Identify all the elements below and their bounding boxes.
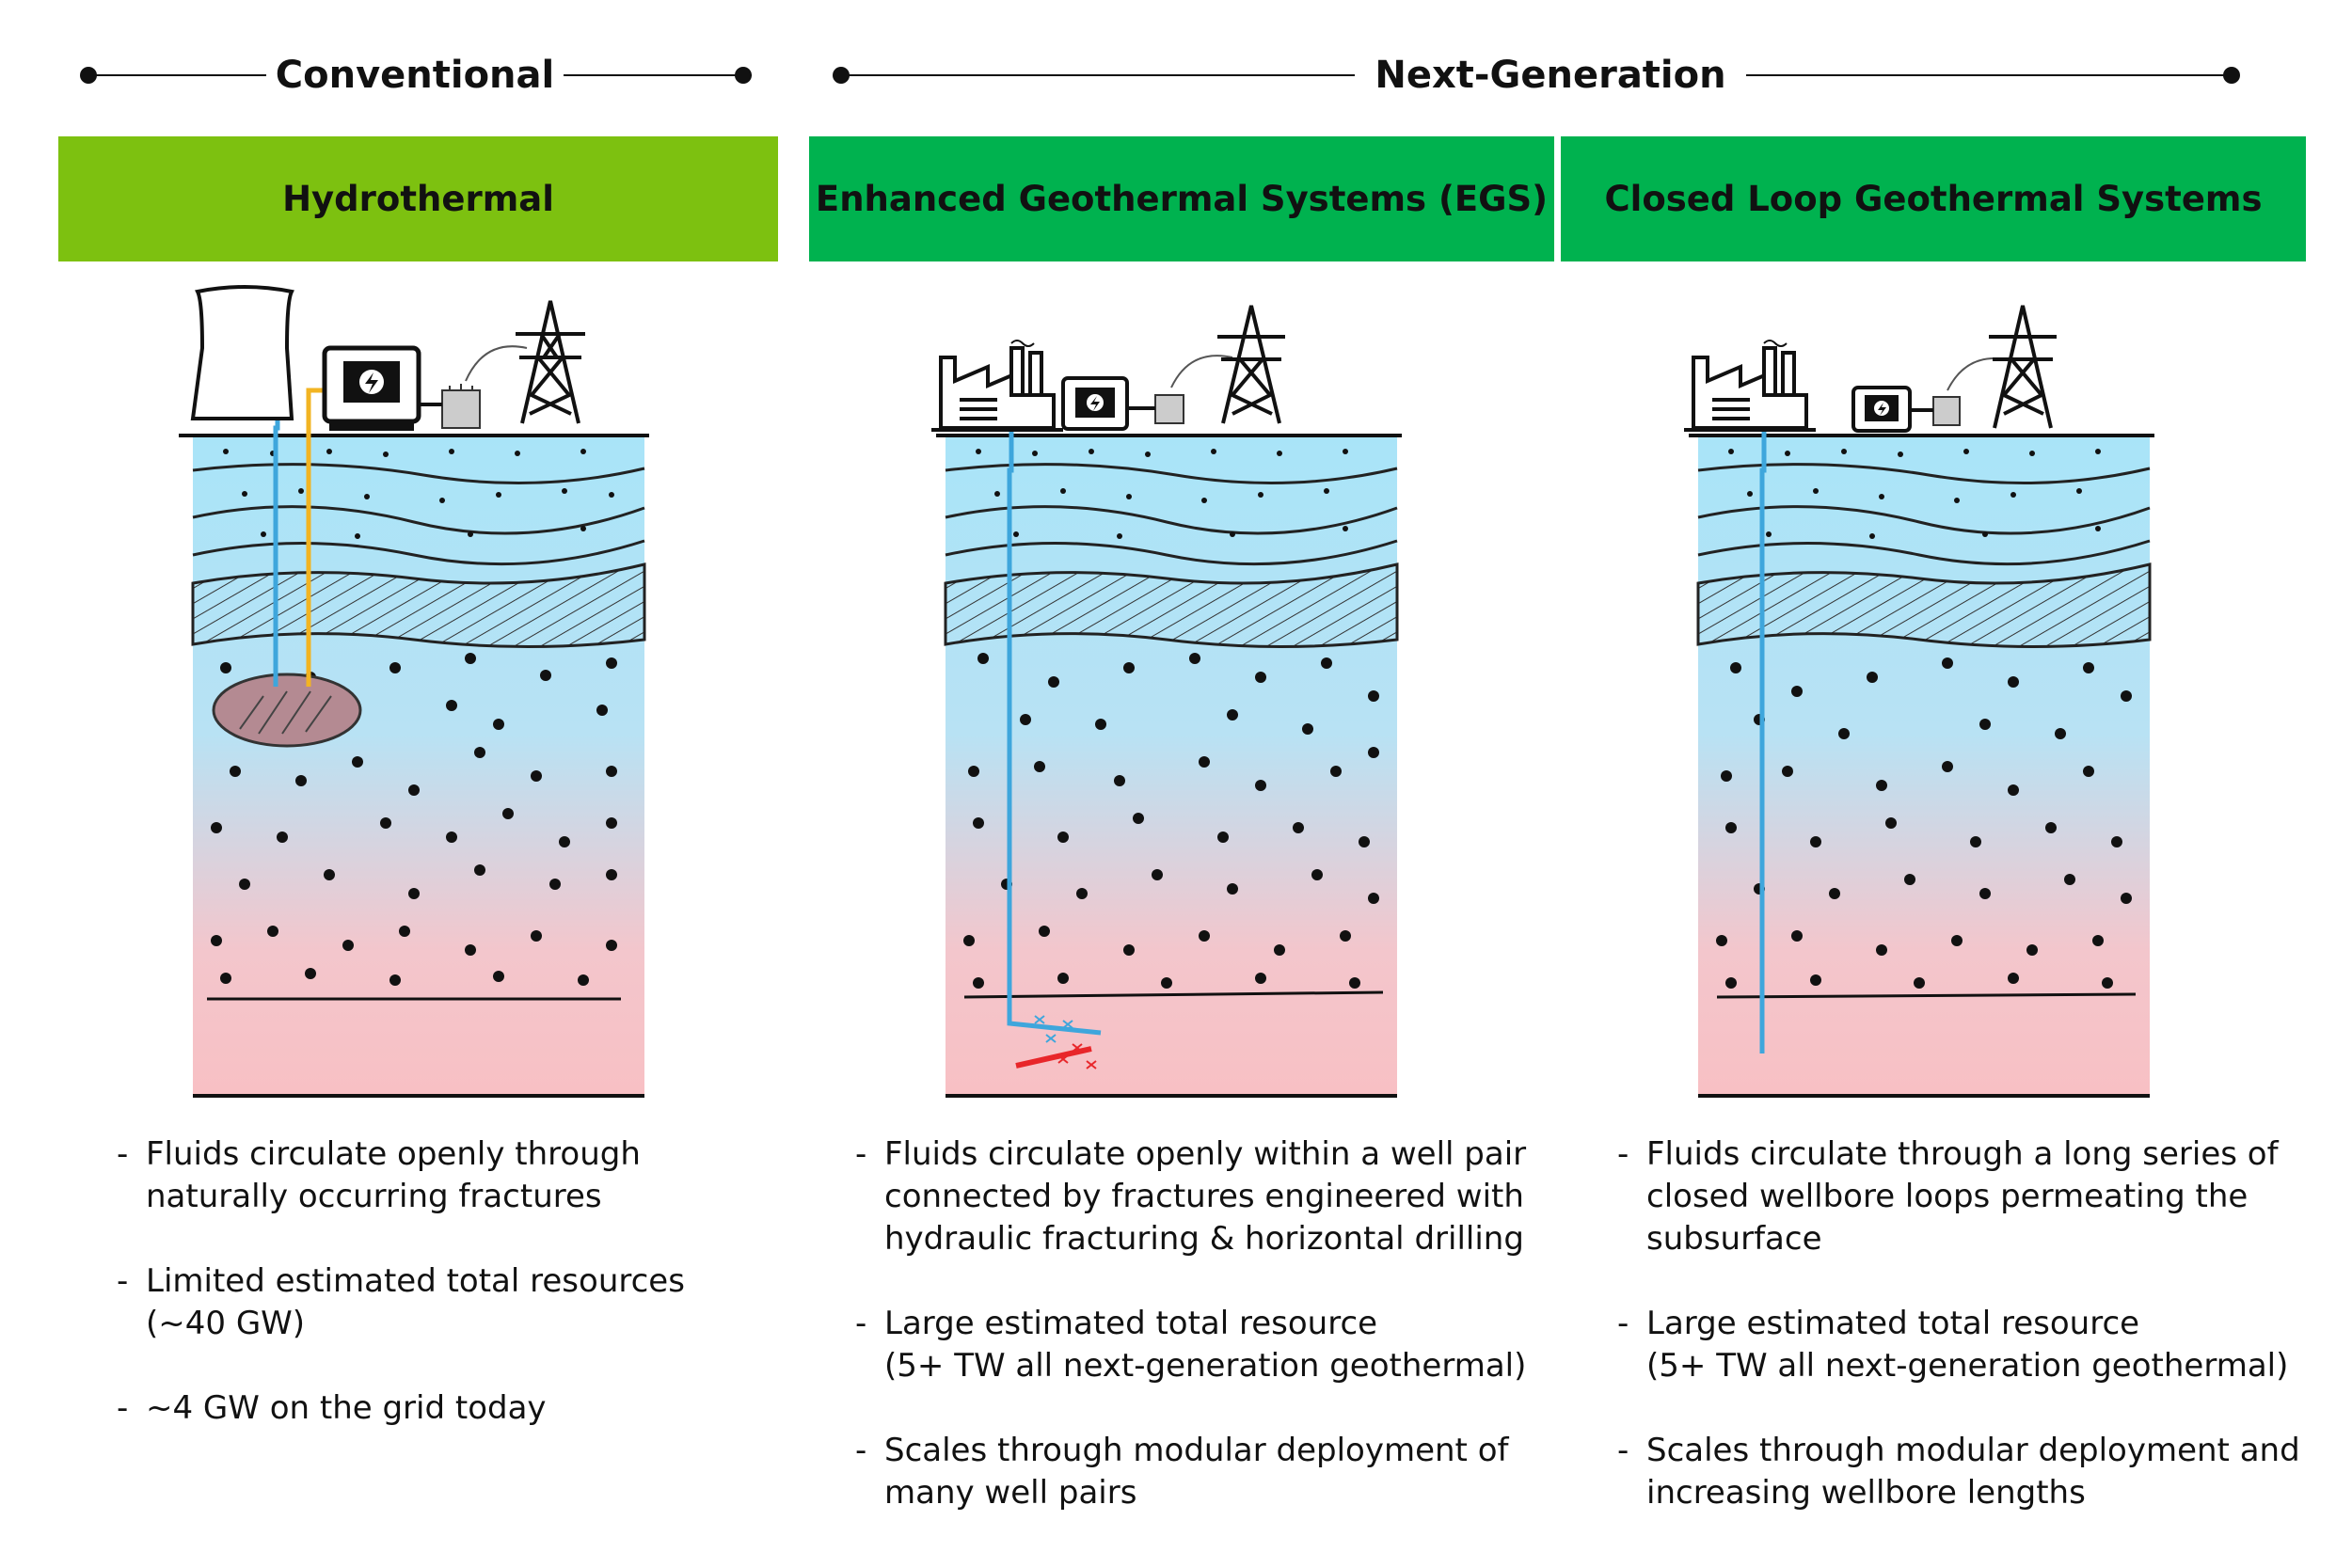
transformer-icon xyxy=(1127,394,1184,424)
transmission-tower-icon xyxy=(516,300,585,424)
rock-dots xyxy=(1716,449,2132,989)
power-plant-icon xyxy=(931,340,1063,432)
injection-wellbore xyxy=(1759,414,1767,1053)
power-plant-icon xyxy=(1684,340,1816,432)
closed-loop-diagram xyxy=(1684,305,2154,1098)
list-item: Large estimated total resource (5+ TW al… xyxy=(855,1303,1571,1387)
subsurface-cross-section xyxy=(193,437,644,1096)
closed-loop-bullets: Fluids circulate through a long series o… xyxy=(1617,1133,2333,1557)
list-item: Fluids circulate openly within a well pa… xyxy=(855,1133,1571,1260)
subsurface-cross-section xyxy=(946,437,1397,1096)
list-item: Scales through modular deployment of man… xyxy=(855,1430,1571,1514)
egs-header: Enhanced Geothermal Systems (EGS) xyxy=(809,136,1554,261)
list-item: Limited estimated total resources (~40 G… xyxy=(117,1260,776,1345)
conventional-group-line: Conventional xyxy=(80,53,762,98)
egs-diagram xyxy=(931,305,1402,1098)
list-item: Scales through modular deployment and in… xyxy=(1617,1430,2333,1514)
generator-icon xyxy=(1061,376,1129,431)
hydrothermal-bullets: Fluids circulate openly through naturall… xyxy=(117,1133,776,1472)
hydrothermal-header: Hydrothermal xyxy=(58,136,778,261)
line-end-dot xyxy=(735,67,752,84)
list-item: Large estimated total resource (5+ TW al… xyxy=(1617,1303,2333,1387)
egs-bullets: Fluids circulate openly within a well pa… xyxy=(855,1133,1571,1557)
generator-icon xyxy=(1851,386,1912,433)
transmission-tower-icon xyxy=(1989,305,2057,429)
hydrothermal-diagram xyxy=(179,285,649,1098)
injection-well xyxy=(1007,414,1102,1036)
list-item: ~4 GW on the grid today xyxy=(117,1387,776,1430)
subsurface-cross-section xyxy=(1698,437,2150,1096)
list-item: Fluids circulate openly through naturall… xyxy=(117,1133,776,1218)
line-end-dot xyxy=(2223,67,2240,84)
hydrothermal-reservoir xyxy=(212,673,362,748)
engineered-fractures xyxy=(1034,1015,1097,1069)
transformer-icon xyxy=(419,384,481,429)
next-generation-group-line: Next-Generation xyxy=(833,53,2249,98)
cooling-tower-icon xyxy=(190,285,294,420)
injection-well xyxy=(273,404,280,687)
next-generation-group-label: Next-Generation xyxy=(1355,53,1746,98)
list-item: Fluids circulate through a long series o… xyxy=(1617,1133,2333,1260)
conventional-group-label: Conventional xyxy=(266,53,564,98)
generator-icon xyxy=(322,345,421,431)
transformer-icon xyxy=(1910,396,1961,426)
transmission-tower-icon xyxy=(1217,305,1285,424)
closed-loop-header: Closed Loop Geothermal Systems xyxy=(1561,136,2306,261)
